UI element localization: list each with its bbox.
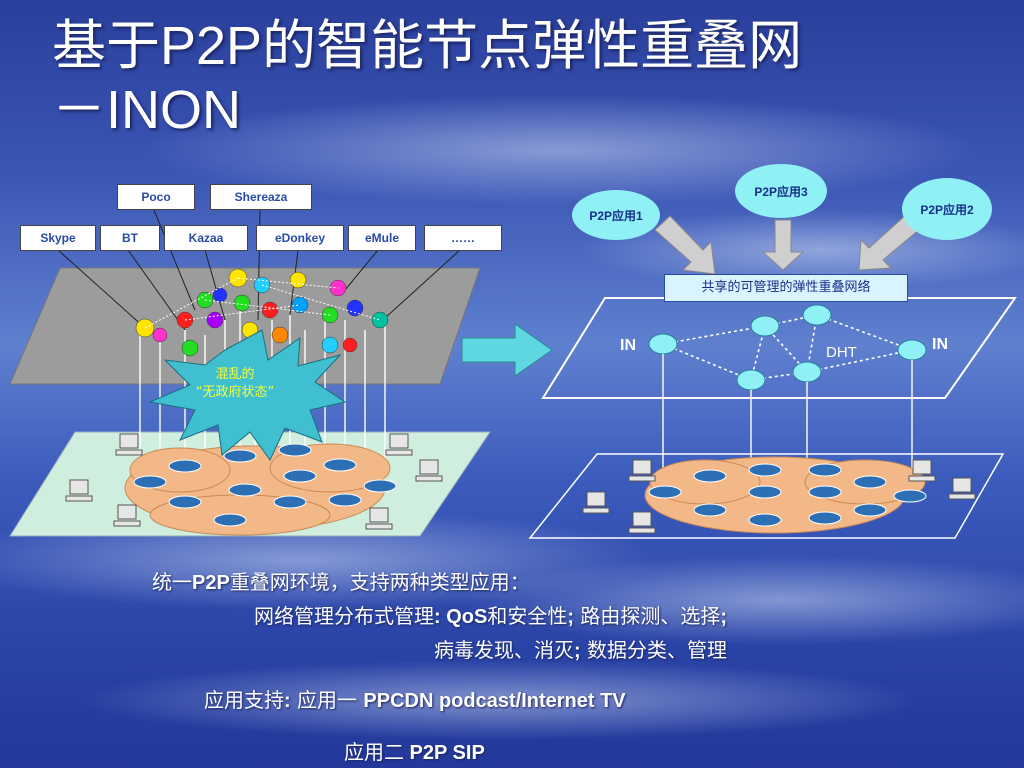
line3-a: 病毒发现、消灭 [434, 638, 574, 662]
arrow-app2 [858, 213, 922, 271]
shared-network-label: 共享的可管理的弹性重叠网络 [664, 274, 908, 302]
line2-a: 网络管理分布式管理 [254, 604, 434, 628]
text-line1: 统一P2P重叠网环境，支持两种类型应用： [152, 566, 530, 595]
line1-prefix: 统一 [152, 570, 192, 594]
app-label-emule: eMule [348, 225, 416, 251]
app-label-kazaa: Kazaa [164, 225, 248, 251]
line4-d: PPCDN podcast/Internet TV [363, 690, 626, 712]
right-network-diagram [528, 213, 1017, 539]
transform-arrow [461, 323, 553, 377]
text-line2: 网络管理分布式管理: QoS和安全性; 路由探测、选择; [254, 600, 727, 629]
dht-node [736, 369, 766, 391]
line3-b: ; [574, 640, 581, 662]
line2-e: 路由探测、选择 [574, 604, 721, 628]
line4-c: 应用一 [290, 688, 364, 712]
p2p-app2-oval: P2P应用2 [902, 178, 992, 240]
line4-b: : [284, 690, 291, 712]
app-label-bt: BT [100, 225, 160, 251]
slide-title: 基于P2P的智能节点弹性重叠网 －INON [52, 14, 972, 142]
chaos-label-line2: “无政府状态” [195, 385, 275, 400]
dht-node [802, 304, 832, 326]
computers [65, 433, 443, 530]
line2-d: ; [567, 606, 575, 628]
app-label-poco: Poco [117, 184, 195, 210]
dht-label: DHT [826, 344, 857, 361]
line1-rest: 重叠网环境，支持两种类型应用： [229, 570, 530, 594]
in-node-right [897, 339, 927, 361]
dht-node [750, 315, 780, 337]
text-line5: 应用二 P2P SIP [344, 736, 485, 765]
line2-c: 和安全性 [487, 604, 568, 628]
text-line4: 应用支持: 应用一 PPCDN podcast/Internet TV [204, 684, 626, 713]
line2-b: : QoS [434, 606, 488, 628]
p2p-app3-oval: P2P应用3 [735, 164, 827, 218]
line1-bold: P2P [192, 572, 230, 594]
title-line1: 基于P2P的智能节点弹性重叠网 [52, 16, 803, 76]
app-label-shereaza: Shereaza [210, 184, 312, 210]
in-label-right: IN [932, 336, 948, 353]
underlay-plane [528, 453, 1005, 539]
line4-a: 应用支持 [204, 688, 284, 712]
in-label-left: IN [620, 337, 636, 354]
line5-b: P2P SIP [404, 742, 485, 764]
routers [133, 443, 397, 527]
app-label-edonkey: eDonkey [256, 225, 344, 251]
underlay-cloud-right [644, 456, 926, 534]
line5-a: 应用二 [344, 740, 404, 764]
arrow-app3 [761, 219, 805, 271]
title-line2: －INON [52, 80, 241, 140]
line2-f: ; [720, 606, 728, 628]
chaos-label: 混乱的 “无政府状态” [160, 366, 310, 402]
chaos-label-line1: 混乱的 [215, 367, 255, 382]
chaos-starburst [148, 329, 347, 461]
dht-node [792, 361, 822, 383]
line3-c: 数据分类、管理 [580, 638, 728, 662]
arrow-app1 [654, 215, 716, 275]
left-network-diagram [9, 209, 491, 537]
text-line3: 病毒发现、消灭; 数据分类、管理 [434, 634, 727, 663]
app-label-skype: Skype [20, 225, 96, 251]
app-label-more: …… [424, 225, 502, 251]
in-node-left [648, 333, 678, 355]
p2p-app1-oval: P2P应用1 [572, 190, 660, 240]
